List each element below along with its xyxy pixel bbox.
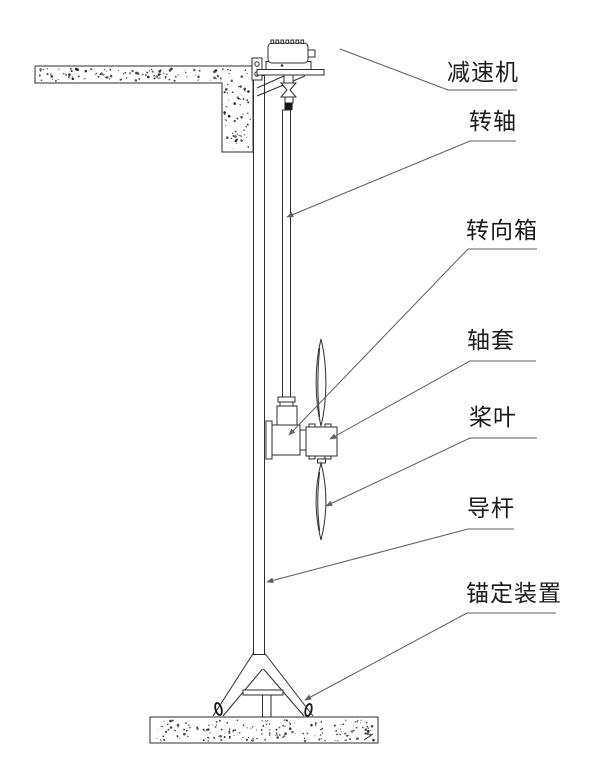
steering-box bbox=[271, 424, 301, 456]
shaft-flange bbox=[279, 401, 294, 407]
guide-rod bbox=[253, 75, 265, 655]
label-rotating-shaft: 转轴 bbox=[469, 109, 517, 135]
label-guide-rod: 导杆 bbox=[467, 496, 515, 522]
floor-texture bbox=[156, 719, 375, 743]
shaft-flange bbox=[277, 396, 296, 403]
rod-clamp-flange bbox=[265, 420, 273, 460]
label-gear-reducer: 减速机 bbox=[447, 60, 519, 86]
side-box bbox=[307, 49, 316, 58]
concrete-wall bbox=[34, 65, 254, 153]
shaft-sleeve-assembly bbox=[305, 423, 338, 464]
coupling-hub bbox=[284, 103, 293, 110]
floor-slab bbox=[149, 716, 379, 744]
box-neck bbox=[276, 405, 298, 426]
gear-reducer-assembly bbox=[251, 39, 325, 97]
anchor-post bbox=[262, 694, 272, 718]
label-steering-box: 转向箱 bbox=[466, 218, 538, 244]
shaft-sleeve bbox=[305, 426, 338, 457]
leader-propeller-blade bbox=[325, 437, 537, 507]
cooling-fins bbox=[270, 39, 305, 44]
leader-guide-rod bbox=[266, 528, 514, 584]
support-brace bbox=[256, 75, 285, 89]
leader-shaft-sleeve bbox=[329, 360, 536, 440]
rotating-shaft bbox=[282, 109, 291, 399]
anchor-bolt-loop bbox=[214, 702, 223, 716]
support-brace bbox=[256, 75, 306, 97]
label-anchoring-device: 锚定装置 bbox=[466, 581, 562, 607]
blade-hub bbox=[317, 458, 326, 464]
leader-gear-reducer bbox=[339, 48, 517, 91]
reducer-body bbox=[267, 42, 309, 64]
anchor-bolt-loop bbox=[304, 703, 313, 717]
output-neck bbox=[299, 429, 307, 451]
base-bolt bbox=[280, 64, 284, 67]
label-shaft-sleeve: 轴套 bbox=[467, 328, 515, 354]
leader-rotating-shaft bbox=[286, 140, 516, 218]
anchor-crossbar bbox=[242, 689, 284, 696]
steering-box-assembly bbox=[265, 396, 307, 460]
mounting-plate bbox=[256, 69, 325, 76]
leader-steering-box bbox=[288, 248, 537, 436]
label-propeller-blade: 桨叶 bbox=[469, 405, 517, 431]
leader-lines bbox=[266, 48, 556, 701]
leader-anchoring-device bbox=[304, 612, 556, 701]
shaft-coupling bbox=[279, 74, 298, 110]
bracket-bolt bbox=[254, 61, 260, 67]
anchoring-device bbox=[212, 652, 314, 718]
wall-texture bbox=[38, 67, 252, 150]
